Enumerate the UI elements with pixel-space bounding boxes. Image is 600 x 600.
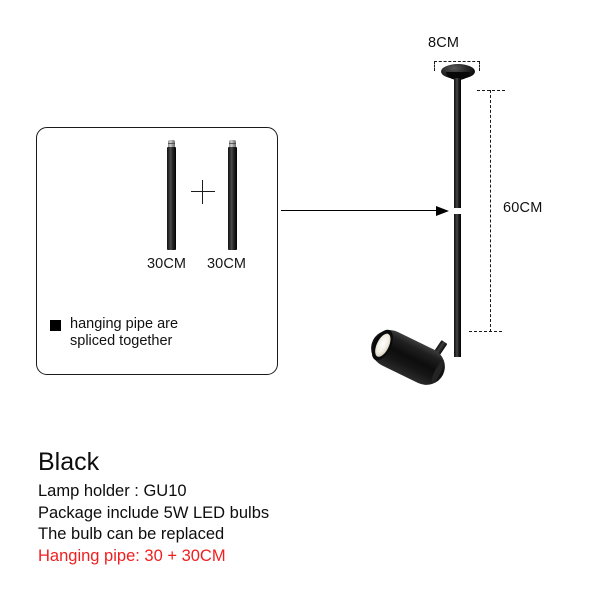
pipe-body-icon bbox=[167, 147, 176, 250]
right-arrow-icon bbox=[281, 205, 449, 216]
spec-hanging-pipe-highlight: Hanging pipe: 30 + 30CM bbox=[38, 546, 226, 565]
hanging-rod-lower bbox=[454, 214, 461, 357]
width-dimension-line bbox=[434, 61, 480, 62]
product-color-title: Black bbox=[38, 448, 100, 476]
pipe-body-icon bbox=[228, 147, 237, 250]
length-dimension-cap-bottom bbox=[469, 331, 502, 332]
width-dimension-label: 8CM bbox=[428, 35, 460, 51]
spec-bulb-replaceable: The bulb can be replaced bbox=[38, 525, 225, 543]
canopy-underside bbox=[446, 72, 470, 80]
width-dimension-tick-left bbox=[434, 61, 435, 71]
pipe-threaded-tip-icon bbox=[229, 140, 236, 148]
pipe-threaded-tip-icon bbox=[168, 140, 175, 148]
splice-note-text: hanging pipe are spliced together bbox=[70, 316, 179, 349]
product-description: Black Lamp holder : GU10 Package include… bbox=[38, 447, 458, 567]
square-bullet-icon bbox=[50, 320, 61, 331]
pipe-length-label-right: 30CM bbox=[207, 256, 247, 272]
length-dimension-cap-top bbox=[477, 90, 505, 91]
pipe-length-label-left: 30CM bbox=[147, 256, 187, 272]
length-dimension-line bbox=[490, 90, 491, 332]
spec-package-contents: Package include 5W LED bulbs bbox=[38, 503, 270, 522]
arrow-shaft bbox=[281, 210, 439, 212]
width-dimension-tick-right bbox=[479, 61, 480, 71]
spotlight-head-icon bbox=[364, 323, 452, 392]
inset-pipe-segment-right bbox=[228, 140, 237, 250]
pipe-splice-joint-icon bbox=[453, 208, 462, 214]
hanging-rod-upper bbox=[454, 78, 461, 209]
lamp-collar bbox=[429, 359, 446, 385]
plus-icon bbox=[191, 180, 215, 204]
pipe-splice-inset-box bbox=[36, 127, 278, 375]
splice-note: hanging pipe are spliced together bbox=[50, 316, 260, 349]
arrow-head bbox=[436, 205, 449, 216]
spec-lamp-holder: Lamp holder : GU10 bbox=[38, 482, 187, 500]
length-dimension-label: 60CM bbox=[503, 200, 543, 216]
inset-pipe-segment-left bbox=[167, 140, 176, 250]
